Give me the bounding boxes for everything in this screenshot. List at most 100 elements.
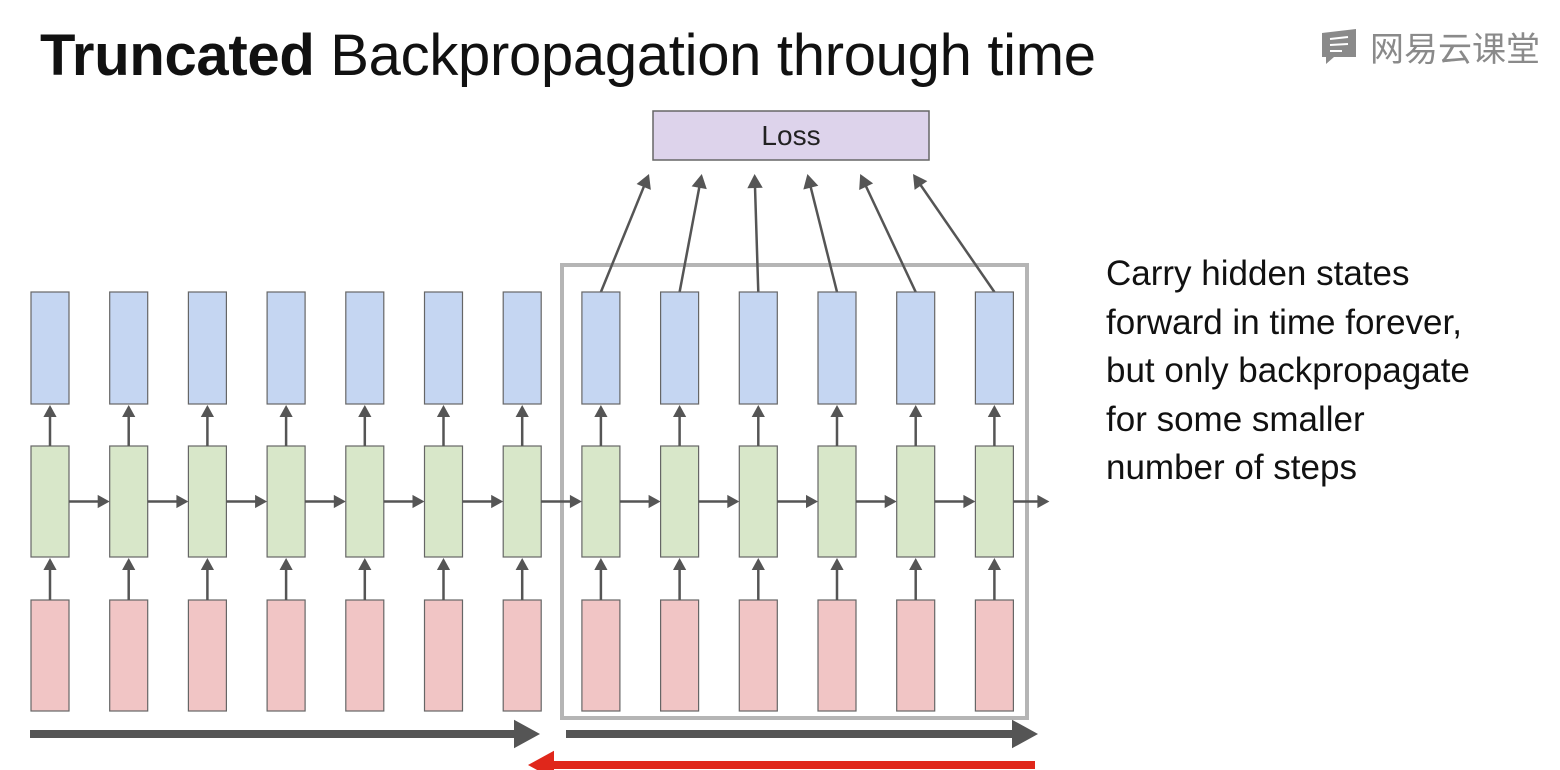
hidden-to-hidden-arrow-head <box>806 494 818 509</box>
input-node <box>423 599 464 712</box>
truncation-window <box>560 263 1029 720</box>
output-to-loss-arrow-head <box>747 174 763 189</box>
hidden-to-output-arrow <box>987 405 1001 446</box>
timestep-column <box>502 291 582 712</box>
note-line: forward in time forever, <box>1106 302 1462 342</box>
hidden-node <box>581 445 621 558</box>
input-to-hidden-arrow <box>987 558 1001 600</box>
input-to-hidden-arrow-head <box>830 558 844 570</box>
hidden-to-hidden-arrow <box>462 494 504 509</box>
output-node <box>974 291 1015 405</box>
input-node <box>581 599 621 712</box>
hidden-node <box>974 445 1015 558</box>
timestep-column <box>423 291 504 712</box>
hidden-to-output-arrow <box>358 405 372 446</box>
output-node <box>109 291 149 405</box>
hidden-node <box>896 445 936 558</box>
timestep-column <box>109 291 189 712</box>
input-to-hidden-arrow <box>594 558 608 600</box>
timestep-column <box>817 291 897 712</box>
input-node <box>502 599 542 712</box>
timestep-column <box>896 291 976 712</box>
hidden-to-hidden-arrow <box>698 494 740 509</box>
hidden-to-hidden-arrow-head <box>333 494 346 509</box>
input-node <box>974 599 1015 712</box>
hidden-to-hidden-arrow-head <box>569 494 582 509</box>
input-to-hidden-arrow-head <box>43 558 57 570</box>
forward-timeline-arrow-2-head <box>1012 719 1038 749</box>
timestep-column <box>187 291 268 712</box>
netease-cloud-classroom-logo-icon <box>1322 29 1356 64</box>
note-line: but only backpropagate <box>1106 351 1470 390</box>
timestep-column <box>266 291 346 712</box>
hidden-to-output-arrow <box>909 405 923 446</box>
hidden-to-hidden-arrow-head <box>963 494 976 509</box>
input-node <box>817 599 857 712</box>
note-line: Carry hidden states <box>1106 254 1410 293</box>
hidden-to-output-arrow-head <box>436 405 451 417</box>
output-to-loss-arrow-shaft <box>599 185 646 293</box>
hidden-to-output-arrow-head <box>358 405 372 417</box>
note-line: number of steps <box>1106 448 1357 487</box>
hidden-to-output-arrow-head <box>43 405 57 417</box>
timelines <box>30 719 1038 770</box>
timestep-column <box>974 291 1050 712</box>
hidden-to-output-arrow-head <box>594 405 608 417</box>
hidden-to-output-arrow <box>122 405 136 446</box>
backprop-red-arrow-head <box>528 750 554 770</box>
output-to-loss-arrow-head <box>859 174 874 190</box>
input-to-hidden-arrow <box>830 558 844 600</box>
forward-timeline-arrow-1 <box>30 719 540 749</box>
output-node <box>345 291 385 405</box>
input-node <box>345 599 385 712</box>
hidden-to-output-arrow <box>830 405 844 446</box>
hidden-to-hidden-arrow-head <box>884 494 897 509</box>
loss-arrows <box>599 174 996 293</box>
input-to-hidden-arrow <box>122 558 136 600</box>
forward-timeline-arrow-2 <box>566 719 1038 749</box>
hidden-to-hidden-arrow <box>541 494 582 509</box>
input-node <box>659 599 700 712</box>
forward-timeline-arrow-1-head <box>514 719 540 749</box>
output-node <box>502 291 542 405</box>
hidden-to-hidden-arrow <box>69 494 110 509</box>
loss-label: Loss <box>761 120 820 151</box>
hidden-node <box>738 445 778 558</box>
hidden-to-hidden-arrow-head <box>412 494 425 509</box>
hidden-to-output-arrow <box>279 405 293 446</box>
hidden-to-output-arrow-head <box>987 405 1001 417</box>
output-to-loss-arrow <box>747 174 763 293</box>
hidden-to-output-arrow <box>515 405 529 446</box>
slide-title: Truncated Backpropagation through time <box>40 22 1096 89</box>
hidden-to-hidden-arrow-head <box>255 494 268 509</box>
output-to-loss-arrow-head <box>803 174 819 190</box>
hidden-to-output-arrow-head <box>830 405 844 417</box>
hidden-to-output-arrow <box>436 405 451 446</box>
rnn-cells <box>30 291 1050 712</box>
output-node <box>896 291 936 405</box>
loss-node: Loss <box>652 110 930 161</box>
hidden-to-hidden-arrow <box>856 494 897 509</box>
hidden-to-hidden-arrow <box>934 494 976 509</box>
input-to-hidden-arrow-head <box>594 558 608 570</box>
title-bold: Truncated <box>40 23 315 88</box>
output-node <box>30 291 70 405</box>
input-to-hidden-arrow-head <box>358 558 372 570</box>
input-to-hidden-arrow <box>909 558 923 600</box>
output-to-loss-arrow-head <box>636 174 651 190</box>
hidden-to-hidden-arrow <box>305 494 346 509</box>
input-to-hidden-arrow-head <box>122 558 136 570</box>
hidden-to-hidden-arrow <box>777 494 818 509</box>
input-to-hidden-arrow-head <box>515 558 529 570</box>
hidden-node <box>659 445 700 558</box>
input-node <box>30 599 70 712</box>
timestep-column <box>345 291 425 712</box>
output-node <box>266 291 306 405</box>
input-to-hidden-arrow <box>279 558 293 600</box>
input-to-hidden-arrow-head <box>987 558 1001 570</box>
hidden-node <box>30 445 70 558</box>
hidden-to-output-arrow <box>43 405 57 446</box>
timestep-column <box>738 291 818 712</box>
hidden-node <box>187 445 227 558</box>
output-to-loss-arrow-shaft <box>753 186 760 293</box>
